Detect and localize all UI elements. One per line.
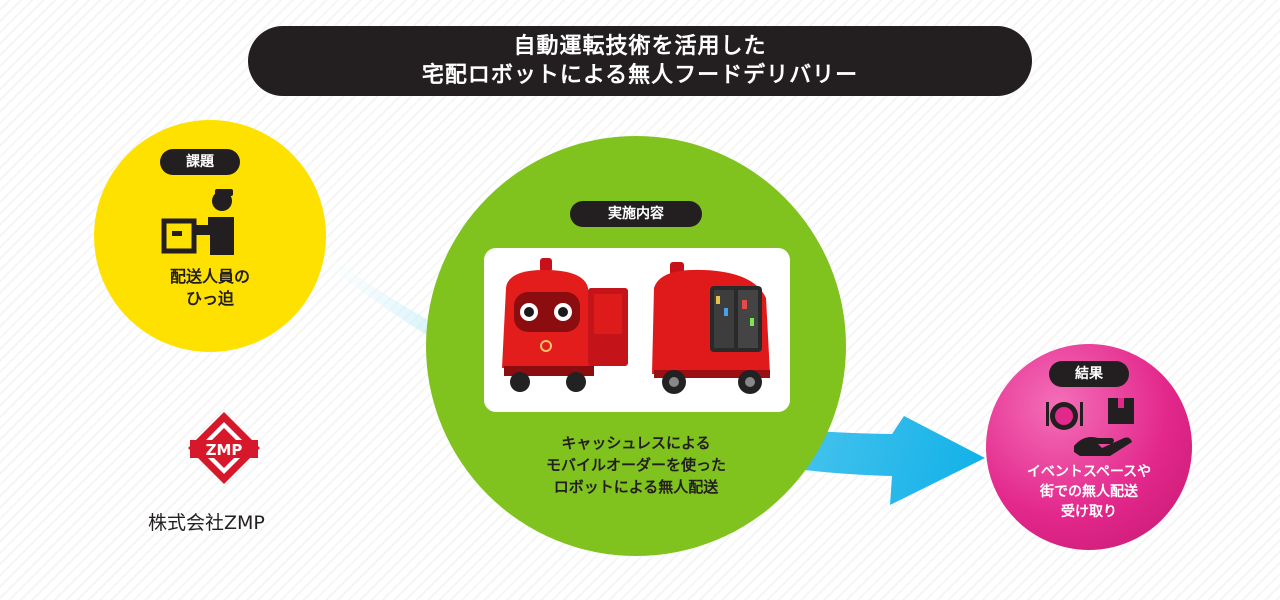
issue-label: 課題 (160, 149, 240, 175)
title-line-1: 自動運転技術を活用した (513, 34, 767, 59)
delivery-robots-illustration (502, 258, 770, 394)
issue-text-line-1: 配送人員の (169, 267, 250, 286)
result-text-line-1: イベントスペースや (1026, 464, 1152, 480)
logo-text: ZMP (206, 441, 243, 459)
issue-text-line-2: ひっ迫 (185, 289, 234, 308)
company-name: 株式会社ZMP (148, 512, 265, 534)
title-banner: 自動運転技術を活用した 宅配ロボットによる無人フードデリバリー (248, 26, 1032, 96)
title-line-2: 宅配ロボットによる無人フードデリバリー (421, 63, 859, 88)
food-package-hand-icon (1046, 398, 1134, 456)
result-text-line-3: 受け取り (1061, 504, 1117, 520)
implementation-label: 実施内容 (570, 201, 702, 227)
delivery-worker-icon (161, 189, 234, 255)
implementation-text-line-2: モバイルオーダーを使った (545, 456, 726, 474)
robot-front-view (502, 258, 628, 392)
result-label: 結果 (1049, 361, 1129, 387)
robot-photo (484, 248, 790, 412)
zmp-logo: ZMP (188, 412, 260, 484)
implementation-text-line-3: ロボットによる無人配送 (553, 478, 719, 496)
implementation-text: キャッシュレスによる モバイルオーダーを使った ロボットによる無人配送 (500, 432, 772, 498)
result-text: イベントスペースや 街での無人配送 受け取り (1000, 462, 1178, 522)
robot-side-view (652, 262, 770, 394)
implementation-text-line-1: キャッシュレスによる (561, 434, 711, 452)
result-text-line-2: 街での無人配送 (1040, 484, 1138, 500)
issue-text: 配送人員の ひっ迫 (130, 266, 290, 310)
